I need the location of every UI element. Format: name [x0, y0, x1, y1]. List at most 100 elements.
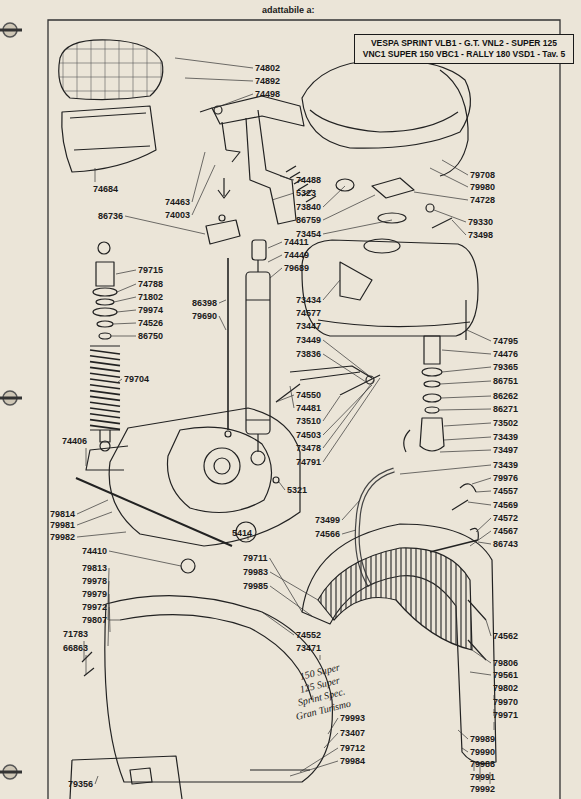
callout-number: 79980 [470, 182, 495, 192]
leader-line [108, 607, 109, 646]
leader-line [86, 655, 87, 674]
callout-number: 79972 [82, 602, 107, 612]
callout-number: 5323 [296, 188, 316, 198]
callout-number: 74728 [470, 195, 495, 205]
coil-winding [90, 350, 120, 354]
callout-number: 74503 [296, 430, 321, 440]
callout-number: 74567 [493, 526, 518, 536]
callout-number: 79807 [82, 615, 107, 625]
leader-line [323, 396, 340, 421]
coil-winding [90, 385, 120, 389]
callout-number: 74788 [138, 279, 163, 289]
leader-line [440, 450, 491, 452]
page-note: adattabile a: [262, 5, 315, 15]
callout-number: 5414 [232, 528, 252, 538]
leader-line [476, 491, 491, 492]
callout-number: 79981 [50, 520, 75, 530]
coil-winding [90, 414, 120, 418]
leader-line [472, 650, 491, 663]
leader-line [452, 220, 466, 235]
leader-line [77, 500, 108, 514]
coil-winding [90, 425, 120, 429]
leader-line [323, 354, 366, 382]
leader-line [434, 210, 466, 222]
callout-number: 86736 [98, 211, 123, 221]
leader-line [472, 478, 491, 484]
callout-number: 86262 [493, 391, 518, 401]
callout-number: 74488 [296, 175, 321, 185]
leader-line [442, 367, 491, 372]
leader-line [215, 94, 253, 108]
callout-number: 79689 [284, 263, 309, 273]
leader-line [290, 386, 294, 408]
callout-number: 74449 [284, 250, 309, 260]
callout-number: 74481 [296, 403, 321, 413]
callout-number: 79561 [493, 670, 518, 680]
callout-number: 79979 [82, 589, 107, 599]
leader-line [324, 733, 338, 748]
callout-number: 79971 [493, 710, 518, 720]
callout-number: 79978 [82, 576, 107, 586]
leader-line [270, 558, 302, 612]
leader-line [320, 655, 321, 660]
callout-number: 73510 [296, 416, 321, 426]
leader-line [270, 572, 318, 600]
leader-line [323, 220, 392, 234]
coil-winding [90, 367, 120, 371]
callout-number: 74572 [493, 513, 518, 523]
callout-number: 86751 [493, 376, 518, 386]
callout-number: 79704 [124, 374, 149, 384]
callout-number: 74406 [62, 436, 87, 446]
leader-line [117, 284, 136, 292]
leader-line [268, 255, 282, 262]
leader-line [111, 336, 136, 337]
callout-number: 79990 [470, 747, 495, 757]
leader-line [486, 620, 491, 636]
callout-number: 79991 [470, 772, 495, 782]
leader-line [219, 300, 226, 303]
callout-number: 86743 [493, 539, 518, 549]
leader-line [113, 323, 136, 324]
leader-line [175, 58, 253, 68]
callout-number: 79712 [340, 743, 365, 753]
leader-line [470, 531, 491, 546]
callout-number: 79365 [493, 362, 518, 372]
leader-line [444, 437, 491, 440]
leader-line [268, 242, 282, 248]
leader-line [192, 165, 215, 215]
callout-number: 79330 [468, 217, 493, 227]
leader-line [262, 612, 294, 635]
callout-number: 74498 [255, 89, 280, 99]
callout-number: 74410 [82, 546, 107, 556]
callout-number: 79814 [50, 509, 75, 519]
callout-number: 74463 [165, 197, 190, 207]
callout-number: 73449 [296, 335, 321, 345]
callout-number: 74795 [493, 336, 518, 346]
callout-number: 79982 [50, 532, 75, 542]
leader-line [300, 748, 338, 772]
leader-line [192, 152, 205, 202]
coil-winding [90, 396, 120, 400]
callout-number: 5321 [287, 485, 307, 495]
callout-number: 71783 [63, 629, 88, 639]
leader-line [442, 350, 491, 354]
coil-winding [90, 420, 120, 424]
leader-line [118, 379, 122, 382]
coil-winding [90, 408, 120, 412]
leader-line [185, 78, 253, 81]
leader-line [323, 195, 375, 220]
callout-number: 73840 [296, 202, 321, 212]
leader-line [114, 297, 136, 302]
leader-line [290, 761, 338, 776]
leader-line [95, 776, 98, 784]
callout-number: 74802 [255, 63, 280, 73]
callout-number: 73836 [296, 349, 321, 359]
callout-number: 86750 [138, 331, 163, 341]
leader-line [323, 186, 345, 207]
callout-number: 79974 [138, 305, 163, 315]
leader-line [272, 193, 294, 200]
callout-number: 79690 [192, 311, 217, 321]
leader-line [77, 532, 126, 537]
leader-line [117, 310, 136, 312]
leader-line [270, 268, 282, 278]
